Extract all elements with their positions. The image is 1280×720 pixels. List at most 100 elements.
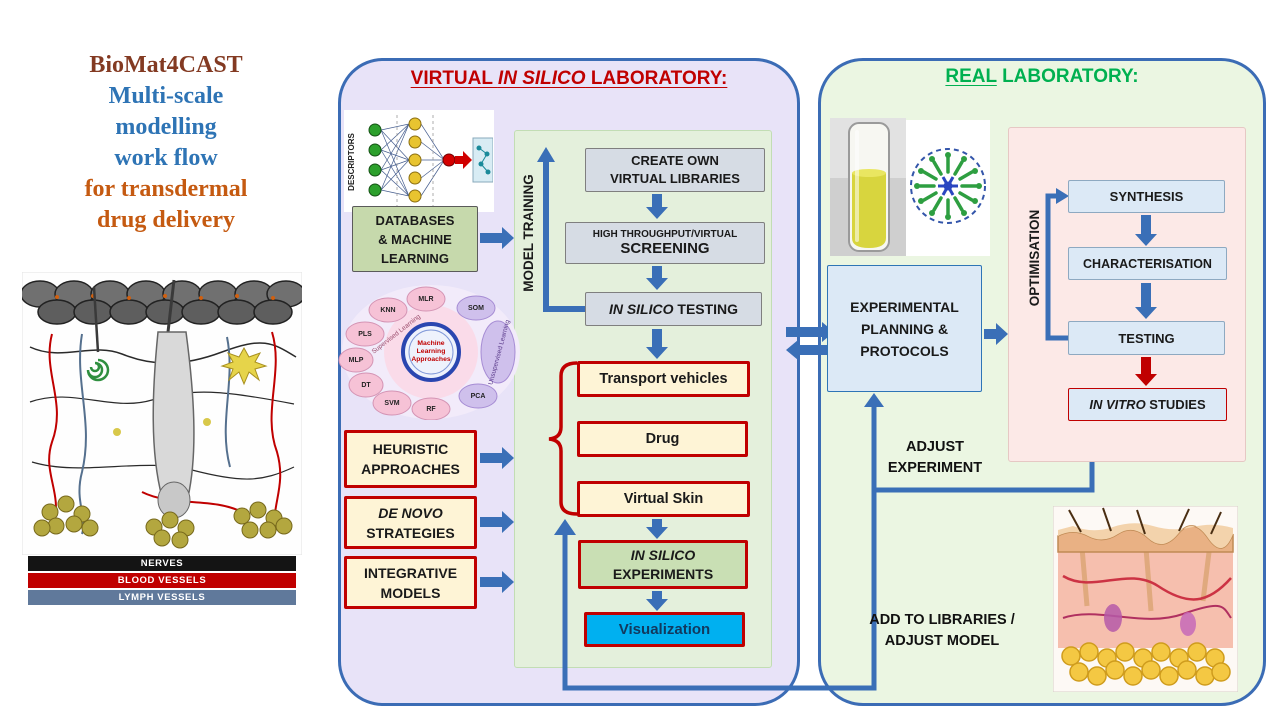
hidden-nodes: [408, 117, 422, 203]
nerves-bar: NERVES: [28, 556, 296, 571]
add-to-libraries-label: ADD TO LIBRARIES / ADJUST MODEL: [852, 610, 1032, 652]
input-nodes: [368, 123, 382, 197]
experiments-italic: IN SILICO: [630, 546, 696, 563]
add-line2: ADJUST MODEL: [884, 633, 1000, 649]
visualization-box: Visualization: [584, 612, 745, 647]
databases-machine-learning-box: DATABASES & MACHINE LEARNING: [352, 206, 478, 272]
gland-2: [1180, 612, 1196, 636]
molecule-dots: [476, 145, 491, 175]
databases-line1: DATABASES: [375, 212, 455, 228]
heuristic-line1: HEURISTIC: [372, 441, 449, 457]
cell-dot: [113, 428, 121, 436]
spiral-structure: [86, 286, 110, 382]
project-title: BioMat4CAST: [89, 52, 243, 78]
starburst-cell: [220, 346, 268, 386]
micelle-tails: [918, 156, 978, 216]
drug-box: Drug: [577, 421, 748, 457]
skin-cross-section-image: NERVES BLOOD VESSELS LYMPH VESSELS: [20, 271, 306, 612]
ml-method-mlr: MLR: [418, 296, 433, 303]
denovo-line2: STRATEGIES: [366, 524, 455, 541]
surface-dots: [55, 294, 275, 300]
real-lab-title: REAL LABORATORY:: [828, 66, 1256, 88]
micelle-diagram-image: [906, 120, 990, 256]
adjust-line1: ADJUST: [905, 439, 964, 455]
ml-method-pls: PLS: [358, 331, 372, 338]
ml-method-som: SOM: [468, 305, 484, 312]
synthesis-box: SYNTHESIS: [1068, 180, 1225, 213]
de-novo-strategies-box: DE NOVO STRATEGIES: [344, 496, 477, 549]
testing-label: TESTING: [1118, 330, 1175, 346]
fat-layer: [1061, 642, 1231, 686]
heuristic-line2: APPROACHES: [361, 461, 460, 477]
lymph-vessels-bar-label: LYMPH VESSELS: [118, 592, 206, 603]
descriptors-label: DESCRIPTORS: [347, 133, 356, 191]
fat-cell-clusters: [33, 495, 293, 549]
screening-line2: SCREENING: [620, 240, 710, 257]
neural-network-drawing: [357, 110, 493, 212]
cell-dot: [203, 418, 211, 426]
stratum-corneum-layer: [20, 280, 306, 325]
experimental-planning-box: EXPERIMENTAL PLANNING & PROTOCOLS: [827, 265, 982, 392]
virtual-title-part1: VIRTUAL: [410, 68, 498, 89]
virtual-title-italic: IN SILICO: [497, 68, 586, 89]
in-silico-testing-italic: IN SILICO: [608, 301, 674, 317]
ml-method-dt: DT: [361, 382, 371, 389]
add-line1: ADD TO LIBRARIES /: [869, 612, 1015, 628]
databases-line3: LEARNING: [381, 250, 449, 266]
create-line2: VIRTUAL LIBRARIES: [610, 171, 740, 186]
ml-approaches-drawing: KNN MLR SOM PLS MLP DT SVM RF PCA Superv…: [338, 285, 520, 421]
subtitle-line-2: modelling: [115, 114, 217, 140]
integrative-models-box: INTEGRATIVE MODELS: [344, 556, 477, 609]
synthesis-label: SYNTHESIS: [1109, 189, 1184, 204]
create-line1: CREATE OWN: [631, 153, 719, 168]
gland: [1104, 604, 1122, 632]
adjust-experiment-label: ADJUST EXPERIMENT: [870, 437, 1000, 479]
testing-box: TESTING: [1068, 321, 1225, 355]
denovo-line1: DE NOVO: [378, 504, 443, 521]
ml-center-line2: Learning: [417, 348, 446, 355]
integrative-line1: INTEGRATIVE: [363, 564, 458, 581]
nerves-bar-label: NERVES: [140, 558, 184, 569]
model-training-label: MODEL TRAINING: [521, 174, 536, 292]
planning-line2: PLANNING &: [860, 320, 949, 337]
characterisation-label: CHARACTERISATION: [1083, 256, 1212, 271]
visualization-label: Visualization: [618, 621, 711, 638]
ml-approaches-image: KNN MLR SOM PLS MLP DT SVM RF PCA Superv…: [336, 282, 520, 421]
planning-line1: EXPERIMENTAL: [850, 298, 959, 315]
ml-method-pca: PCA: [471, 393, 486, 400]
screening-box: HIGH THROUGHPUT/VIRTUAL SCREENING: [565, 222, 765, 264]
virtual-title-part3: LABORATORY:: [585, 68, 728, 89]
real-title-rest: LABORATORY:: [996, 66, 1139, 87]
in-silico-experiments-box: IN SILICO EXPERIMENTS: [578, 540, 748, 589]
red-arrow-icon: [455, 151, 472, 169]
ml-center-line3: Approaches: [411, 356, 451, 363]
ml-method-rf: RF: [426, 406, 436, 413]
hair-follicle: [152, 279, 195, 519]
databases-line2: & MACHINE: [378, 231, 452, 247]
create-virtual-libraries-box: CREATE OWN VIRTUAL LIBRARIES: [585, 148, 765, 192]
optimisation-label: OPTIMISATION: [1027, 209, 1042, 307]
dermis-vessel-2: [1062, 604, 1232, 620]
ml-method-svm: SVM: [384, 400, 399, 407]
planning-line3: PROTOCOLS: [860, 342, 949, 359]
dermis-vessel: [1062, 574, 1232, 601]
transport-label: Transport vehicles: [599, 371, 728, 387]
experiments-line2: EXPERIMENTS: [612, 565, 714, 582]
drug-label: Drug: [645, 431, 680, 447]
integrative-line2: MODELS: [380, 584, 441, 601]
micelle-heads: [914, 152, 982, 220]
lymph-vessels-bar: LYMPH VESSELS: [28, 590, 296, 605]
in-silico-testing-box: IN SILICO TESTING: [585, 292, 762, 326]
ml-method-mlp: MLP: [349, 357, 364, 364]
hairs: [1068, 507, 1222, 535]
virtual-lab-title: VIRTUAL IN SILICO LABORATORY:: [348, 68, 790, 90]
in-vitro-studies-box: IN VITRO STUDIES: [1068, 388, 1227, 421]
blood-vessels-bar: BLOOD VESSELS: [28, 573, 296, 588]
network-edges: [380, 123, 444, 197]
output-node: [442, 153, 456, 167]
skin-cross-section-drawing: [20, 271, 306, 556]
blood-vessel-lines: [48, 331, 282, 531]
ml-center-line1: Machine: [417, 340, 444, 347]
characterisation-box: CHARACTERISATION: [1068, 247, 1227, 280]
adjust-line2: EXPERIMENT: [887, 460, 983, 476]
